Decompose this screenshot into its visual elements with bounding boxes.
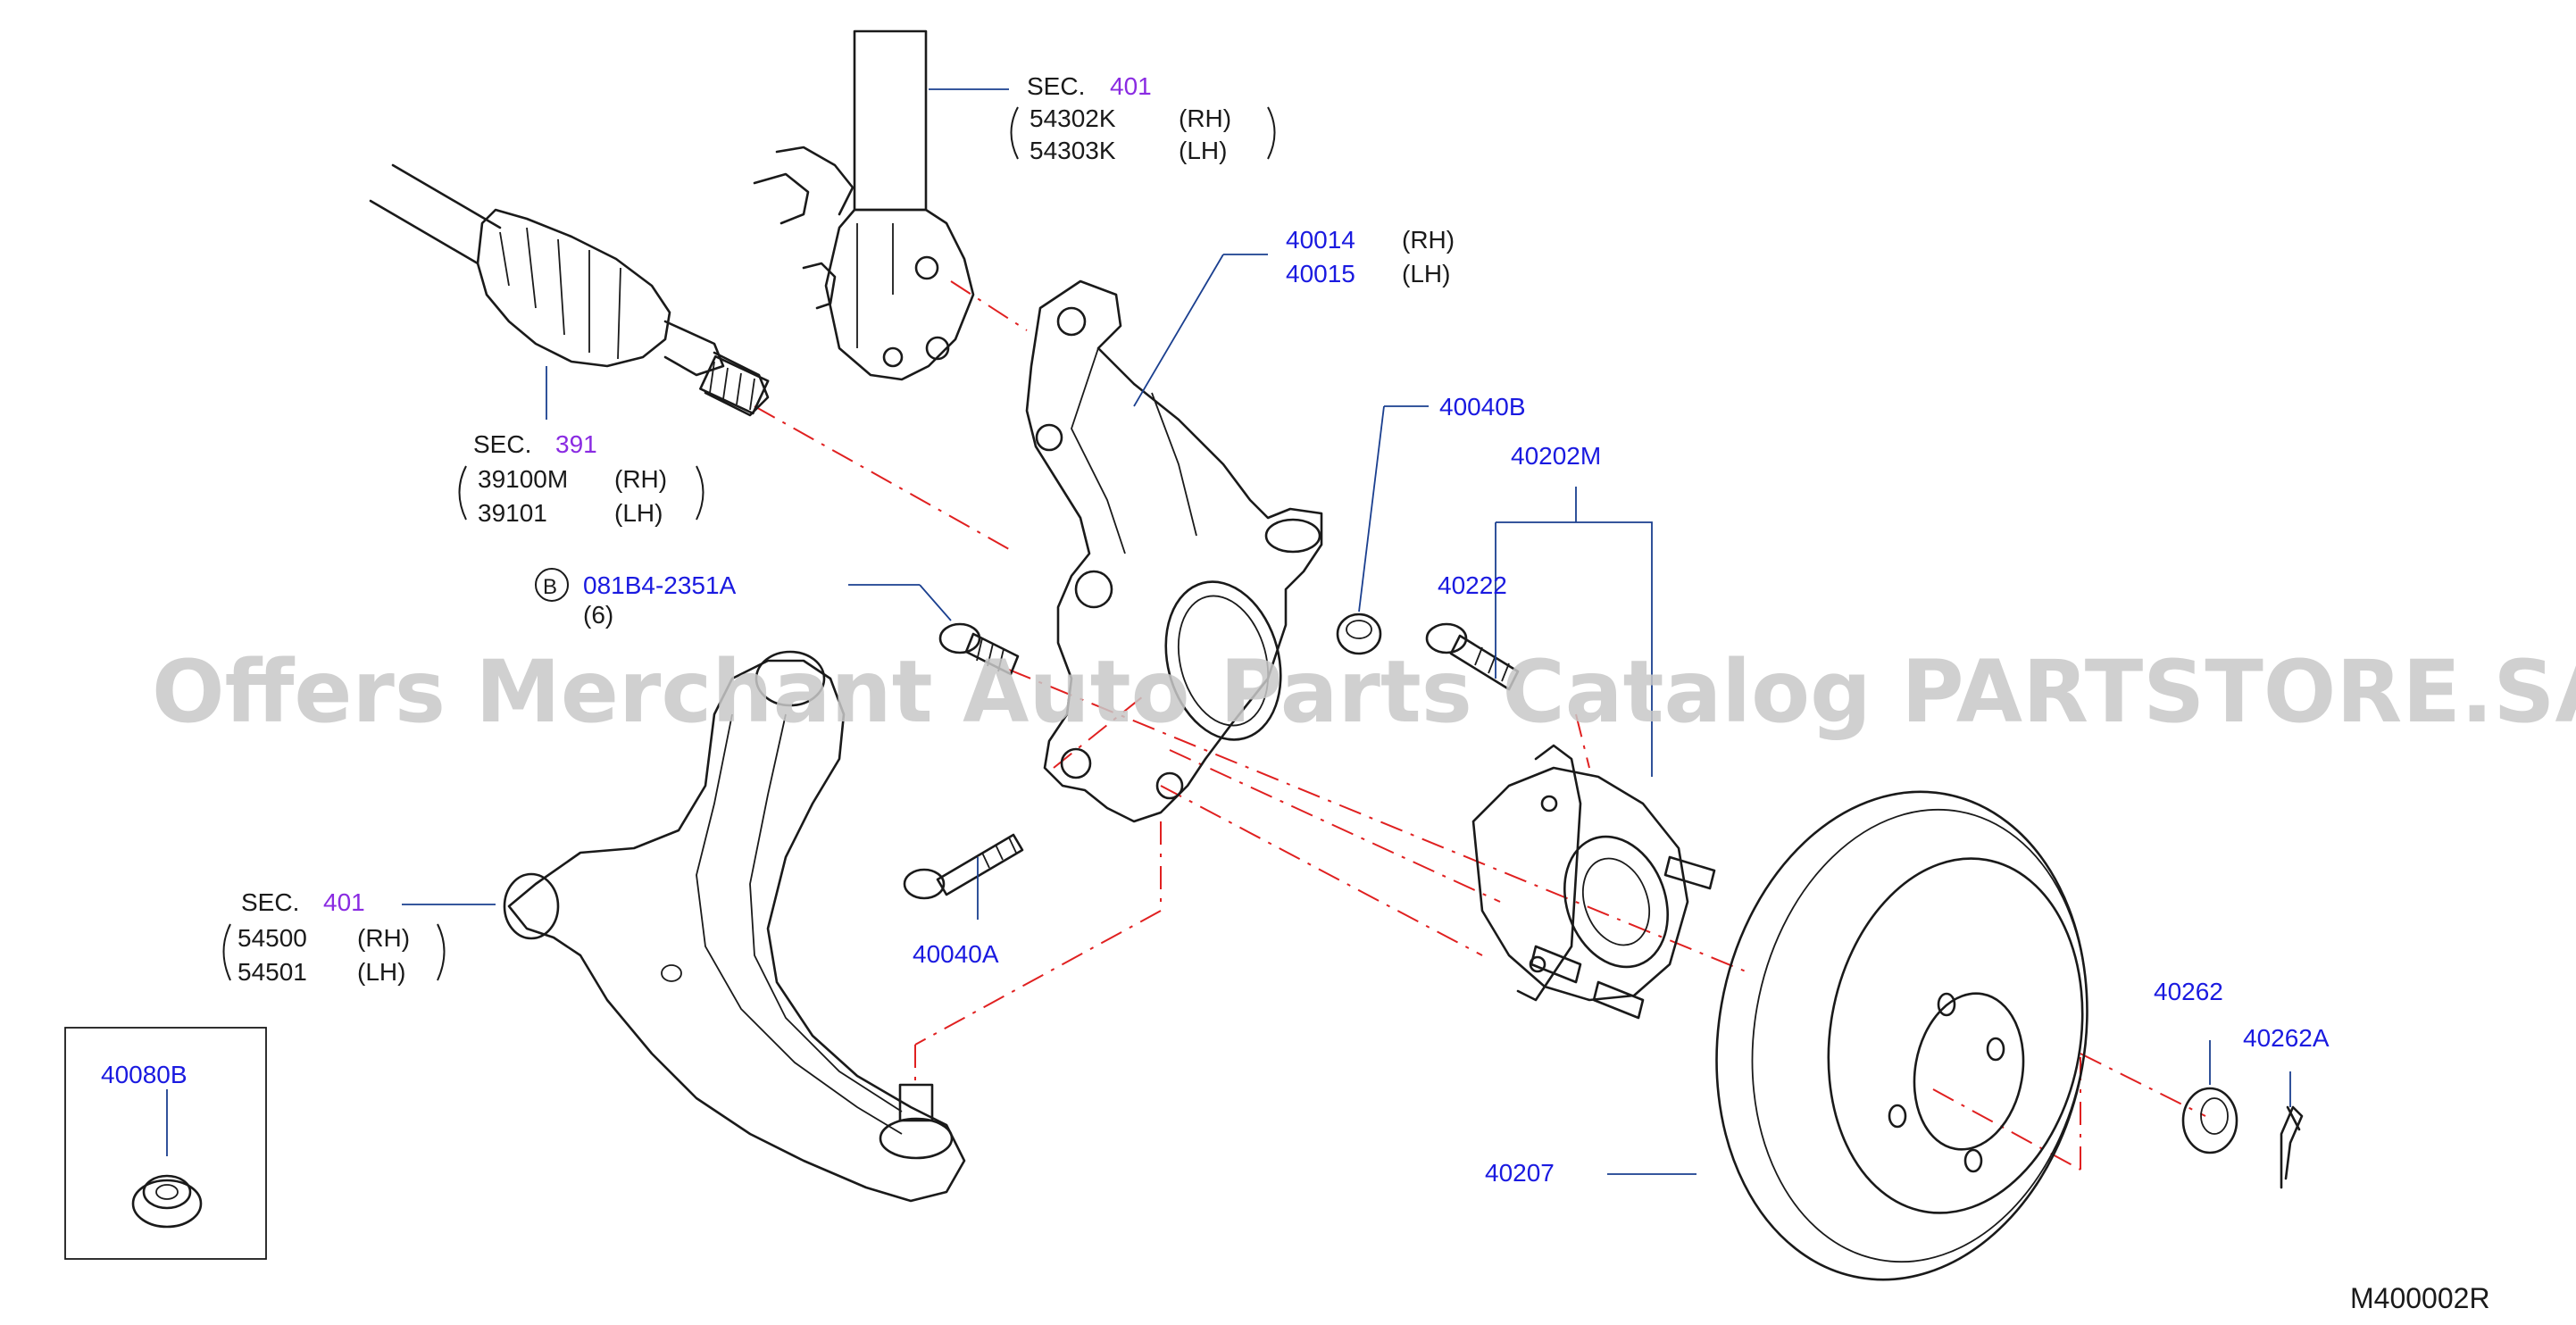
strut-side-lh: (LH) <box>1179 137 1227 164</box>
drive-shaft <box>369 163 770 417</box>
drive-shaft-part-number-lh: 39101 <box>478 499 547 527</box>
callout-40080b[interactable]: 40080B <box>101 1061 188 1088</box>
brake-rotor <box>1715 790 2088 1281</box>
strut-sec-number[interactable]: 401 <box>1110 72 1152 100</box>
steering-knuckle <box>1025 279 1323 823</box>
cotter-pin-40262a <box>2280 1105 2304 1189</box>
leader-lines <box>166 88 2291 1175</box>
callout-40202m[interactable]: 40202M <box>1511 442 1601 470</box>
drive-shaft-sec-prefix: SEC. <box>473 430 531 458</box>
lower-arm-part-number-rh: 54500 <box>238 924 307 952</box>
callout-40040a[interactable]: 40040A <box>913 940 999 968</box>
lower-arm-sec-prefix: SEC. <box>241 888 299 916</box>
callout-40262a[interactable]: 40262A <box>2243 1024 2330 1052</box>
callout-40040b[interactable]: 40040B <box>1439 393 1526 421</box>
diagram-id: M400002R <box>2350 1282 2490 1314</box>
bolt-b-quantity: (6) <box>583 601 613 629</box>
strut-part-number-rh: 54302K <box>1030 104 1116 132</box>
hub-nut-40262 <box>2181 1087 2238 1154</box>
drive-shaft-label-group: SEC. 391 39100M (RH) 39101 (LH) <box>458 430 704 527</box>
drive-shaft-part-number-rh: 39100M <box>478 465 568 493</box>
bolt-b-part-number[interactable]: 081B4-2351A <box>583 571 737 599</box>
bolt-b-circle-letter: B <box>543 575 557 599</box>
lower-arm-side-lh: (LH) <box>357 958 405 986</box>
knuckle-side-lh: (LH) <box>1402 260 1450 288</box>
knuckle-label-group: 40014 (RH) 40015 (LH) <box>1286 226 1455 288</box>
knuckle-part-number-lh[interactable]: 40015 <box>1286 260 1355 288</box>
hub-bolt-40222 <box>1425 622 1520 691</box>
callout-40262[interactable]: 40262 <box>2154 978 2223 1005</box>
bolt-40040a <box>903 833 1024 900</box>
bolt-b-circle-icon <box>535 568 569 602</box>
callout-40207[interactable]: 40207 <box>1485 1159 1555 1187</box>
strut-assembly <box>753 29 975 381</box>
knuckle-part-number-rh[interactable]: 40014 <box>1286 226 1355 254</box>
lower-control-arm <box>503 650 966 1203</box>
drive-shaft-sec-number[interactable]: 391 <box>555 430 597 458</box>
knuckle-side-rh: (RH) <box>1402 226 1455 254</box>
nut-40040b <box>1336 612 1382 655</box>
lower-arm-label-group: SEC. 401 54500 (RH) 54501 (LH) <box>222 888 446 986</box>
drive-shaft-side-lh: (LH) <box>614 499 663 527</box>
lower-arm-side-rh: (RH) <box>357 924 410 952</box>
strut-sec-prefix: SEC. <box>1027 72 1085 100</box>
strut-label-group: SEC. 401 54302K (RH) 54303K (LH) <box>1010 72 1276 164</box>
lower-arm-part-number-lh: 54501 <box>238 958 307 986</box>
watermark: Offers Merchant Auto Parts Catalog PARTS… <box>152 642 2576 742</box>
hub-assembly <box>1471 744 1716 1020</box>
strut-side-rh: (RH) <box>1179 104 1231 132</box>
knuckle-bolt <box>938 622 1020 676</box>
alignment-lines <box>754 280 2206 1171</box>
bolt-b-label-group: B 081B4-2351A (6) <box>535 568 737 629</box>
lower-arm-sec-number[interactable]: 401 <box>323 888 365 916</box>
strut-part-number-lh: 54303K <box>1030 137 1116 164</box>
nut-40080b-box <box>64 1027 267 1260</box>
drive-shaft-side-rh: (RH) <box>614 465 667 493</box>
callout-40222[interactable]: 40222 <box>1438 571 1507 599</box>
